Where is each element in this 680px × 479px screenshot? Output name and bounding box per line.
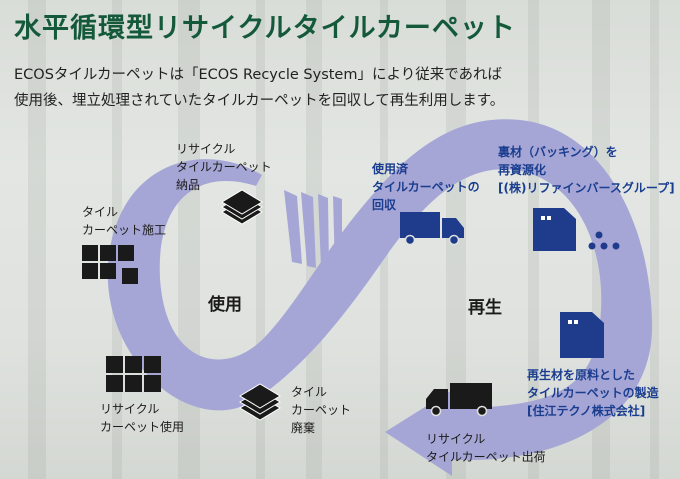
loop-streak (301, 192, 316, 268)
loop-streak (318, 194, 329, 270)
step-label-installation: タイル カーペット施工 (82, 203, 166, 239)
step-label-backing-recovery: 裏材（バッキング）を 再資源化 [(株)リファインバースグループ] (498, 143, 675, 197)
material-sheet-icon (533, 208, 576, 251)
center-label-use: 使用 (208, 290, 242, 315)
step-label-collection: 使用済 タイルカーペットの 回収 (372, 160, 480, 214)
tile-stack-icon (222, 190, 262, 224)
step-label-shipment: リサイクル タイルカーペット出荷 (426, 430, 546, 466)
loop-streak (284, 190, 302, 264)
material-sheet-icon (560, 312, 604, 358)
center-label-regenerate: 再生 (468, 293, 502, 318)
step-label-disposal: タイル カーペット 廃棄 (291, 383, 351, 437)
truck-icon (400, 212, 464, 245)
step-label-delivery: リサイクル タイルカーペット 納品 (176, 140, 272, 194)
step-label-manufacturing: 再生材を原料とした タイルカーペットの製造 [住江テクノ株式会社] (527, 366, 659, 420)
step-label-in-use: リサイクル カーペット使用 (100, 400, 184, 436)
